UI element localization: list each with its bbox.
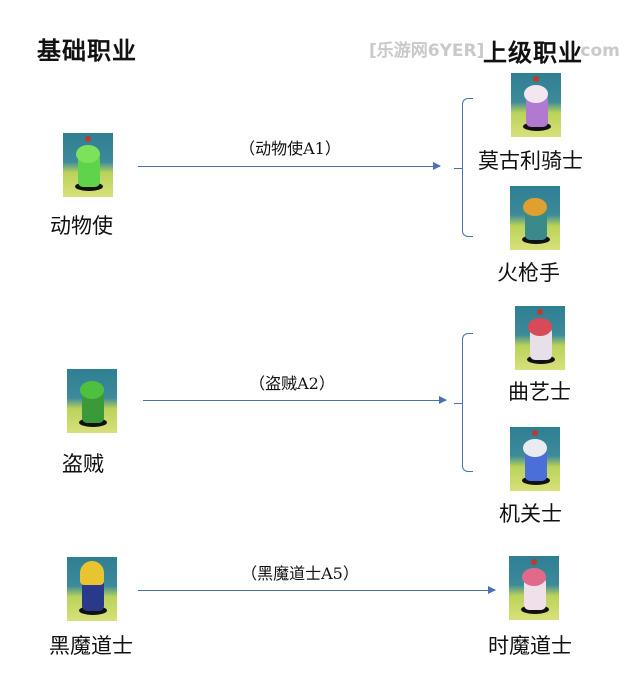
job-label-black-mage: 黑魔道士 (49, 634, 133, 658)
sprite-time-mage (509, 556, 559, 620)
sprite-gunner (510, 186, 560, 250)
job-label-time-mage: 时魔道士 (488, 634, 572, 658)
watermark-text: [乐游网6YER] (369, 41, 485, 61)
advanced-jobs-header: 上级职业 (483, 38, 583, 67)
arrow-label-2: （盗贼A2） (249, 374, 335, 393)
arrow-label-3: （黑魔道士A5） (241, 564, 359, 583)
job-label-moogle-knight: 莫古利骑士 (478, 149, 583, 173)
sprite-moogle-knight (511, 73, 561, 137)
job-label-thief: 盗贼 (62, 452, 104, 476)
sprite-thief (67, 369, 117, 433)
arrow-label-1: （动物使A1） (239, 139, 341, 158)
sprite-machinist (510, 427, 560, 491)
job-label-performer: 曲艺士 (508, 380, 571, 404)
arrow-1 (138, 162, 441, 170)
watermark-suffix: com (580, 41, 620, 61)
job-label-beastmaster: 动物使 (50, 214, 113, 238)
bracket-2 (454, 333, 473, 472)
arrow-2 (143, 396, 447, 404)
bracket-1 (454, 98, 473, 237)
job-label-gunner: 火枪手 (497, 261, 560, 285)
job-label-machinist: 机关士 (499, 502, 562, 526)
basic-jobs-header: 基础职业 (37, 36, 137, 65)
sprite-beastmaster (63, 133, 113, 197)
watermark: [乐游网6YER] com (369, 36, 620, 61)
sprite-black-mage (67, 557, 117, 621)
sprite-performer (515, 306, 565, 370)
arrow-3 (138, 586, 496, 594)
